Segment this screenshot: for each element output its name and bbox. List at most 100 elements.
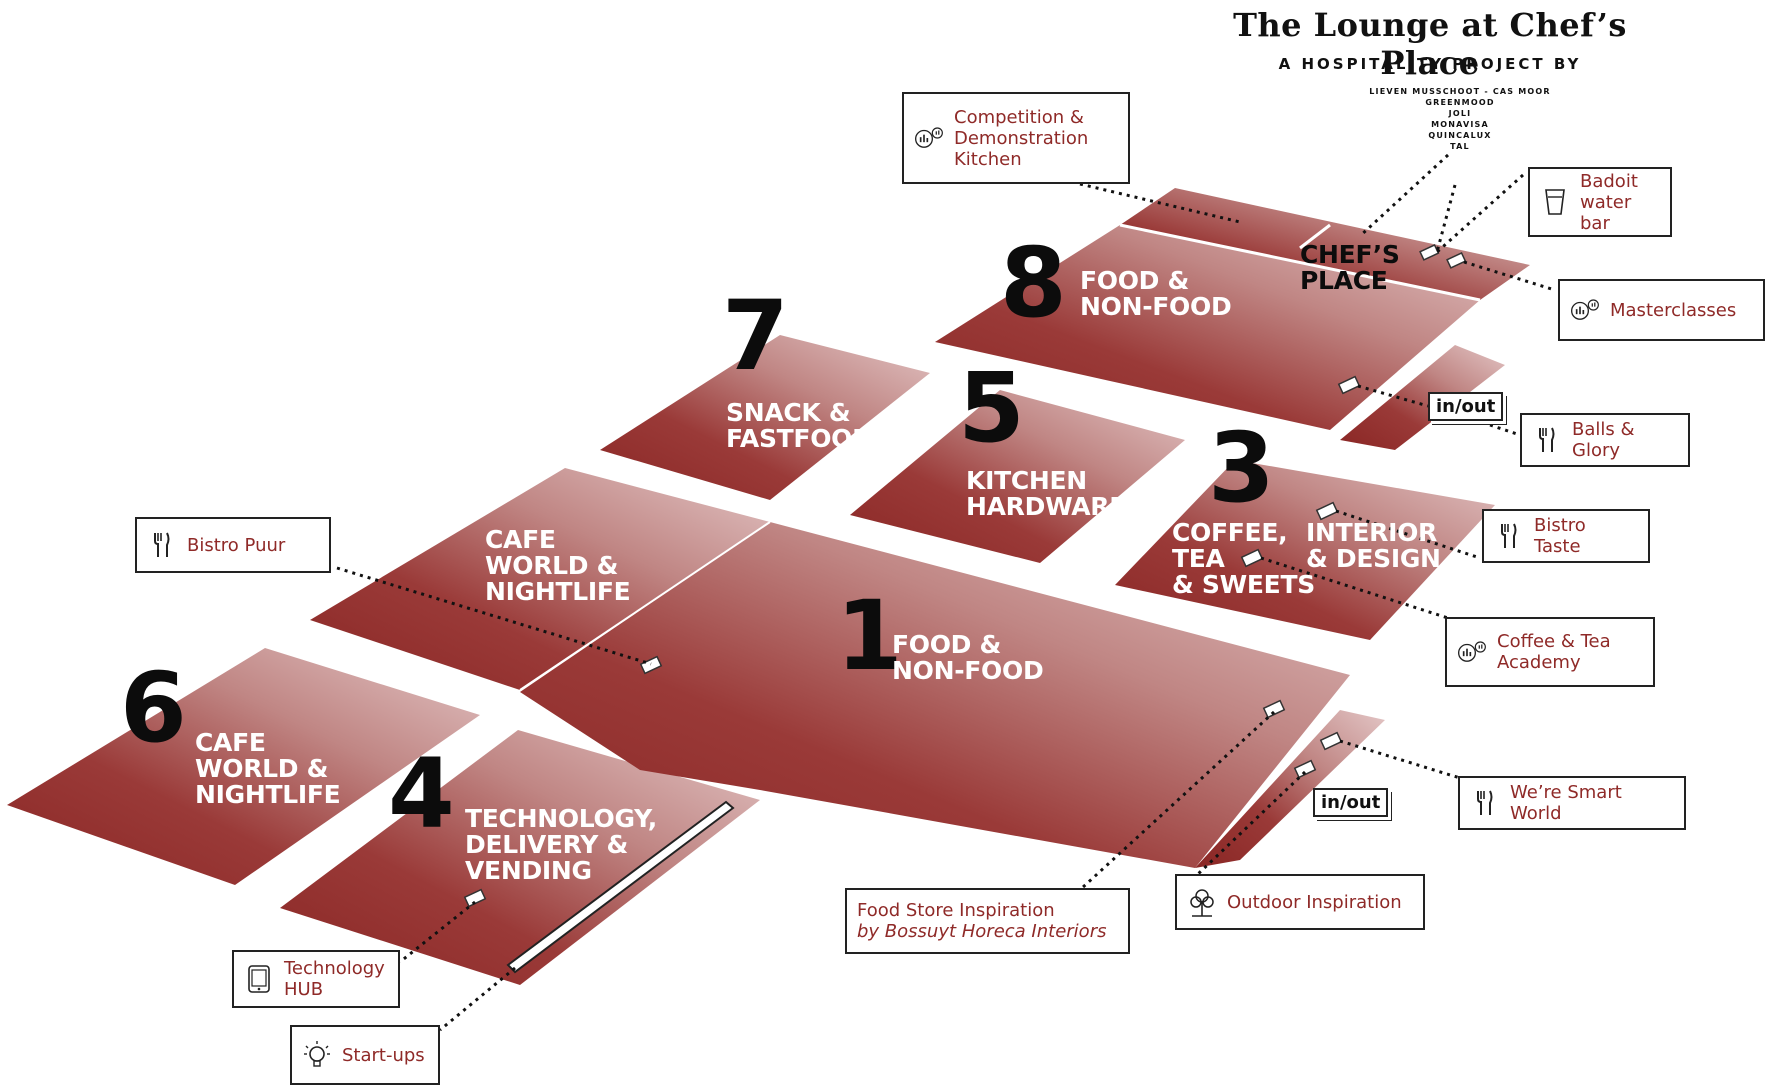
fork-knife-icon [1470, 788, 1500, 818]
marker-coffee-academy [1240, 548, 1264, 568]
callout-label: Start-ups [342, 1044, 425, 1066]
zone-cafe-world-name: CAFE WORLD & NIGHTLIFE [485, 525, 631, 606]
fork-knife-icon [1532, 425, 1562, 455]
glass-icon [1540, 187, 1570, 217]
marker-outdoor [1293, 759, 1317, 779]
zone-1-strip [1195, 710, 1385, 868]
leader-line [1079, 182, 1241, 224]
callout-badoit-water-bar[interactable]: Badoit water bar [1528, 167, 1672, 237]
marker-bistro-puur [639, 655, 663, 675]
callout-smart-world[interactable]: We’re Smart World [1458, 776, 1686, 830]
callout-sublabel: by Bossuyt Horeca Interiors [857, 921, 1107, 942]
zone-3-name-secondary: INTERIOR & DESIGN [1306, 518, 1441, 573]
callout-outdoor-inspiration[interactable]: Outdoor Inspiration [1175, 874, 1425, 930]
callout-bistro-taste[interactable]: Bistro Taste [1482, 509, 1650, 563]
callout-label: Badoit water bar [1580, 170, 1638, 234]
callout-label: Technology HUB [284, 958, 385, 1000]
marker-bistro-taste [1315, 501, 1339, 521]
partner-name: GREENMOOD [1425, 98, 1495, 107]
marker-food-store [1262, 699, 1286, 719]
zone-8-floor [935, 225, 1480, 430]
callout-label: Food Store Inspiration [857, 900, 1055, 921]
map-subtitle: A HOSPITALITY PROJECT BY [1278, 55, 1582, 73]
zone-6-name: CAFE WORLD & NIGHTLIFE [195, 728, 341, 809]
partner-name: QUINCALUX [1428, 131, 1492, 140]
divider-line [519, 521, 771, 691]
partner-name: MONAVISA [1431, 120, 1489, 129]
fork-knife-icon [1494, 521, 1524, 551]
partner-list: LIEVEN MUSSCHOOT - CAS MOOR GREENMOOD JO… [1360, 86, 1560, 152]
marker-tech-hub [463, 888, 487, 908]
callout-label: Competition & Demonstration Kitchen [954, 106, 1089, 170]
divider-line [1119, 223, 1481, 302]
partner-name: TAL [1450, 142, 1470, 151]
callout-label: Bistro Taste [1534, 515, 1586, 557]
divider-line [1299, 223, 1331, 250]
callout-label: Balls & Glory [1572, 419, 1635, 461]
entrance-in-out-top: in/out [1428, 392, 1504, 421]
zone-4-floor [280, 730, 760, 985]
partner-name: LIEVEN MUSSCHOOT - CAS MOOR [1369, 87, 1551, 96]
callout-label: Coffee & Tea Academy [1497, 631, 1611, 673]
partner-name: JOLI [1448, 109, 1472, 118]
leader-line [1435, 184, 1457, 253]
zone-7-name: SNACK & FASTFOOD [726, 398, 873, 453]
zone-8-strip [1340, 345, 1505, 450]
marker-balls-glory [1337, 375, 1361, 395]
zone-7-floor [600, 335, 930, 500]
zone-1-number: 1 [836, 580, 903, 692]
zone-cafe-world-floor [310, 468, 770, 690]
zone-5-name: KITCHEN HARDWARE [966, 466, 1127, 521]
map-title: The Lounge at Chef’s Place [1233, 6, 1627, 82]
leader-line [1489, 423, 1521, 437]
zone-1-name: FOOD & NON-FOOD [892, 630, 1044, 685]
callout-masterclasses[interactable]: Masterclasses [1558, 279, 1765, 341]
zone-6-floor [7, 648, 480, 885]
leader-line [1339, 739, 1461, 780]
callout-technology-hub[interactable]: Technology HUB [232, 950, 400, 1008]
zone-3-floor [1115, 460, 1495, 640]
lightbulb-icon [302, 1040, 332, 1070]
zone-chefs-place-name: CHEF’S PLACE [1300, 240, 1400, 295]
leader-line [1080, 710, 1276, 890]
callout-balls-glory[interactable]: Balls & Glory [1520, 413, 1690, 467]
leader-line [1195, 770, 1307, 877]
leader-line [439, 966, 516, 1032]
callout-label: Masterclasses [1610, 299, 1737, 321]
callout-competition-kitchen[interactable]: Competition & Demonstration Kitchen [902, 92, 1130, 184]
leader-line [1435, 173, 1525, 254]
zone-7-number: 7 [722, 280, 789, 392]
callout-startups[interactable]: Start-ups [290, 1025, 440, 1085]
marker-smart-world [1319, 731, 1343, 751]
zone-3-number: 3 [1208, 412, 1275, 524]
callout-coffee-tea-academy[interactable]: Coffee & Tea Academy [1445, 617, 1655, 687]
fork-knife-icon [147, 530, 177, 560]
leader-line [1260, 556, 1449, 620]
callout-label: We’re Smart World [1510, 782, 1622, 824]
entrance-in-out-bottom: in/out [1313, 788, 1389, 817]
marker-masterclasses [1446, 251, 1467, 269]
zone-8-number: 8 [1000, 227, 1067, 339]
tablet-icon [244, 964, 274, 994]
zone-5-floor [850, 390, 1185, 563]
zone-4-number: 4 [388, 738, 455, 850]
masterclass-icon [914, 123, 944, 153]
callout-bistro-puur[interactable]: Bistro Puur [135, 517, 331, 573]
masterclass-icon [1570, 295, 1600, 325]
leader-line [1335, 509, 1481, 560]
leader-line [1358, 153, 1450, 238]
zone-8-name: FOOD & NON-FOOD [1080, 266, 1232, 321]
masterclass-icon [1457, 637, 1487, 667]
zone-1-floor [520, 522, 1350, 868]
zone-chefs-place-floor [1120, 188, 1530, 300]
zone-5-number: 5 [958, 352, 1025, 464]
callout-label: Outdoor Inspiration [1227, 891, 1402, 913]
leader-line [399, 900, 476, 964]
zone-6-number: 6 [120, 652, 187, 764]
zone-4-name: TECHNOLOGY, DELIVERY & VENDING [465, 804, 658, 885]
tree-icon [1187, 887, 1217, 917]
leader-line [336, 566, 652, 666]
callout-label: Bistro Puur [187, 534, 286, 556]
callout-food-store-inspiration[interactable]: Food Store Inspiration by Bossuyt Horeca… [845, 888, 1130, 954]
